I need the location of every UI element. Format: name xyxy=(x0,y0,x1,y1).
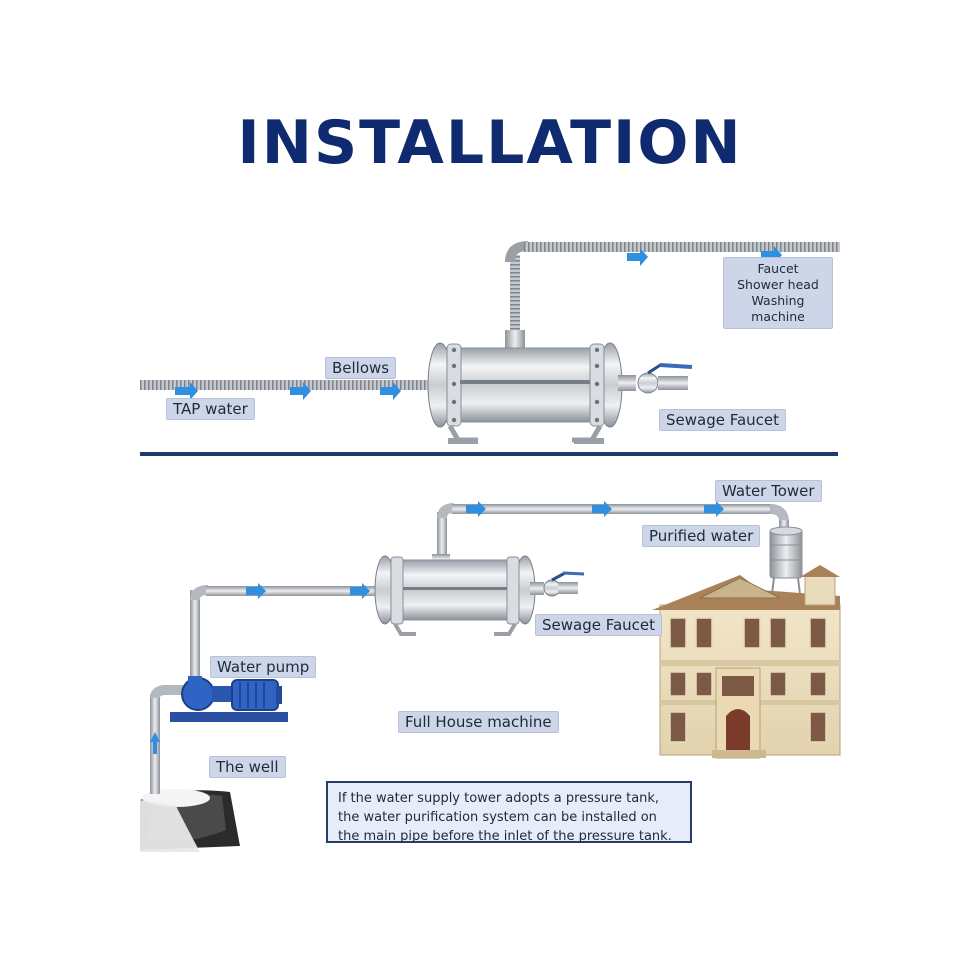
flow-arrow-icon xyxy=(380,382,401,400)
water-tower-icon xyxy=(769,526,803,595)
flow-arrow-icon xyxy=(350,583,370,599)
water-pump-label: Water pump xyxy=(210,656,317,678)
note-line: the main pipe before the inlet of the pr… xyxy=(338,829,672,844)
purified-water-label: Purified water xyxy=(642,525,761,547)
valve-icon xyxy=(530,571,585,597)
water-pump-icon xyxy=(170,676,288,722)
house-icon xyxy=(652,565,841,759)
water-tower-label: Water Tower xyxy=(715,480,822,502)
flow-arrow-icon xyxy=(704,501,724,517)
flow-arrow-icon xyxy=(246,583,266,599)
outlet-faucet: Faucet xyxy=(757,261,799,276)
outlet-shower-head: Shower head xyxy=(737,277,819,292)
filter-tank-icon xyxy=(374,554,536,636)
outlets-label: Faucet Shower head Washing machine xyxy=(723,257,833,329)
sewage-faucet-label-bottom: Sewage Faucet xyxy=(535,614,663,636)
flow-arrows-bottom xyxy=(150,501,724,754)
note-line: If the water supply tower adopts a press… xyxy=(338,791,660,806)
outlet-washing-machine: Washing machine xyxy=(751,293,805,324)
top-inlet-bellows-pipe xyxy=(140,380,430,390)
note-line: the water purification system can be ins… xyxy=(338,810,657,825)
filter-tank-icon xyxy=(427,330,623,444)
valve-icon xyxy=(618,362,693,394)
tap-water-label: TAP water xyxy=(166,398,255,420)
flow-arrow-icon xyxy=(466,501,486,517)
flow-arrow-icon xyxy=(150,732,160,754)
pressure-tank-note: If the water supply tower adopts a press… xyxy=(326,781,692,844)
flow-arrow-icon xyxy=(627,248,648,266)
section-divider xyxy=(140,452,838,456)
well-icon xyxy=(140,789,240,852)
top-outlet-bellows-pipe xyxy=(505,241,840,335)
full-house-machine-label: Full House machine xyxy=(398,711,559,733)
sewage-faucet-label-top: Sewage Faucet xyxy=(659,409,787,431)
flow-arrow-icon xyxy=(592,501,612,517)
page-title: INSTALLATION xyxy=(237,108,743,178)
the-well-label: The well xyxy=(209,756,286,778)
bellows-label: Bellows xyxy=(325,357,397,379)
flow-arrow-icon xyxy=(175,382,198,400)
flow-arrow-icon xyxy=(290,382,311,400)
